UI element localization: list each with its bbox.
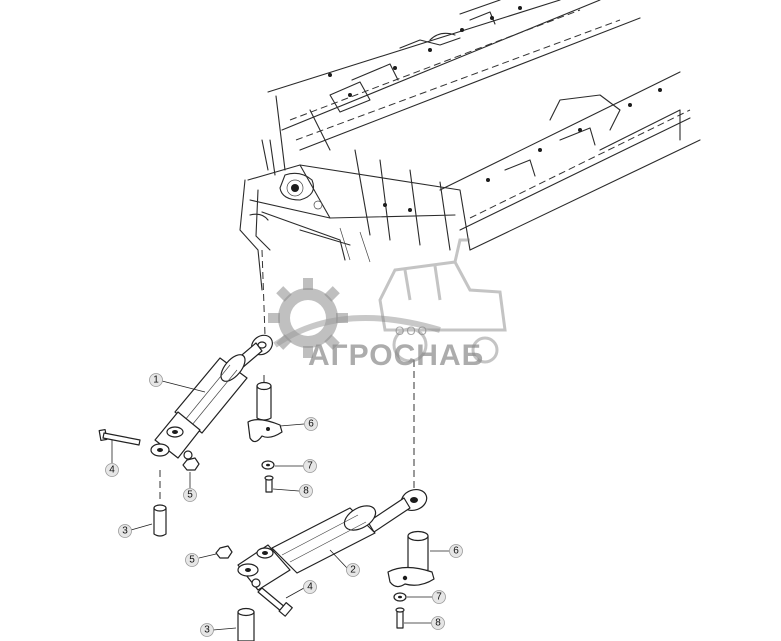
bolt-lower <box>395 607 405 629</box>
callout-2: 2 <box>329 549 360 577</box>
bushing-upper <box>153 504 167 537</box>
callout-5-lower: 5 <box>185 553 217 567</box>
watermark-name: АГРОСНАБ <box>308 339 484 372</box>
svg-text:5: 5 <box>189 555 195 566</box>
svg-text:4: 4 <box>109 465 115 476</box>
svg-text:8: 8 <box>303 486 309 497</box>
pivot-pin-upper <box>247 381 283 443</box>
svg-text:1: 1 <box>153 375 159 386</box>
bolt-upper <box>264 475 274 493</box>
nut-upper <box>182 457 200 471</box>
callout-6-lower: 6 <box>430 544 463 558</box>
nut-lower <box>215 545 233 559</box>
callout-3-upper: 3 <box>118 523 153 538</box>
svg-text:8: 8 <box>435 618 441 629</box>
harvester-icon <box>378 238 507 364</box>
svg-text:5: 5 <box>187 490 193 501</box>
callout-4-upper: 4 <box>105 440 119 477</box>
washer-lower <box>393 592 407 602</box>
svg-text:7: 7 <box>436 592 442 603</box>
svg-text:7: 7 <box>307 461 313 472</box>
clevis-pin-lower <box>257 587 293 617</box>
callout-8-lower: 8 <box>404 616 445 630</box>
hydraulic-cylinder-upper <box>150 334 273 460</box>
callout-7-upper: 7 <box>275 459 317 473</box>
svg-text:2: 2 <box>350 565 356 576</box>
callout-4-lower: 4 <box>285 580 317 599</box>
assembly-line-upper <box>261 249 266 336</box>
watermark-logo: ООО АГРОСНАБ <box>268 238 507 372</box>
svg-text:3: 3 <box>122 526 128 537</box>
callout-8-upper: 8 <box>272 484 313 498</box>
hydraulic-cylinder-lower <box>237 489 428 591</box>
svg-text:6: 6 <box>453 546 459 557</box>
callout-6-upper: 6 <box>279 417 318 431</box>
clevis-pin-upper <box>98 428 141 446</box>
svg-text:3: 3 <box>204 625 210 636</box>
callout-3-lower: 3 <box>200 623 237 637</box>
callout-5-upper: 5 <box>183 472 197 502</box>
svg-text:6: 6 <box>308 419 314 430</box>
bushing-lower <box>237 607 255 641</box>
pivot-pin-lower <box>387 530 435 588</box>
svg-text:4: 4 <box>307 582 313 593</box>
watermark-prefix: ООО <box>395 324 429 338</box>
washer-upper <box>261 460 275 470</box>
callout-1: 1 <box>149 373 206 393</box>
chassis-frame <box>239 0 701 291</box>
callout-7-lower: 7 <box>407 590 446 604</box>
